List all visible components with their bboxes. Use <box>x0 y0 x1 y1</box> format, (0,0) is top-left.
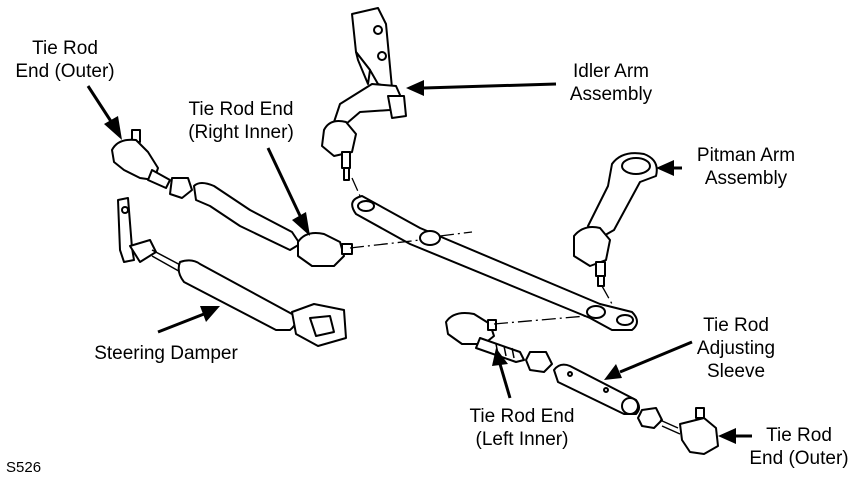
tie-rod-end-right-inner-part <box>193 182 353 267</box>
pitman-arm-assembly <box>573 152 658 287</box>
steering-damper-part <box>117 197 347 347</box>
centerline-left-inner <box>493 315 587 325</box>
label-steering-damper: Steering Damper <box>94 343 238 364</box>
figure-code: S526 <box>6 459 42 476</box>
centerline-idler <box>351 177 361 197</box>
label-tie-rod-end-left-inner: Tie Rod End (Left Inner) <box>469 406 575 450</box>
jam-nut-right <box>637 407 663 429</box>
label-tie-rod-end-outer-right: Tie Rod End (Outer) <box>749 425 849 469</box>
idler-arm-assembly <box>321 7 407 181</box>
label-idler-arm-assembly: Idler Arm Assembly <box>569 61 653 105</box>
center-link <box>351 195 638 331</box>
leader-arrows <box>86 80 752 444</box>
label-tie-rod-end-outer-left: Tie Rod End (Outer) <box>15 38 115 82</box>
tie-rod-adjusting-sleeve-part <box>553 363 640 415</box>
tie-rod-end-outer-right-part <box>659 407 719 455</box>
label-tie-rod-end-right-inner: Tie Rod End (Right Inner) <box>188 99 294 143</box>
centerline-right-inner <box>349 231 473 249</box>
centerline-pitman <box>601 285 613 305</box>
jam-nut-left <box>525 351 553 373</box>
tie-rod-end-left-inner-part <box>445 312 525 363</box>
label-tie-rod-adjusting-sleeve: Tie Rod Adjusting Sleeve <box>696 315 776 382</box>
tie-rod-end-outer-left-part <box>111 129 193 199</box>
label-pitman-arm-assembly: Pitman Arm Assembly <box>696 145 796 189</box>
